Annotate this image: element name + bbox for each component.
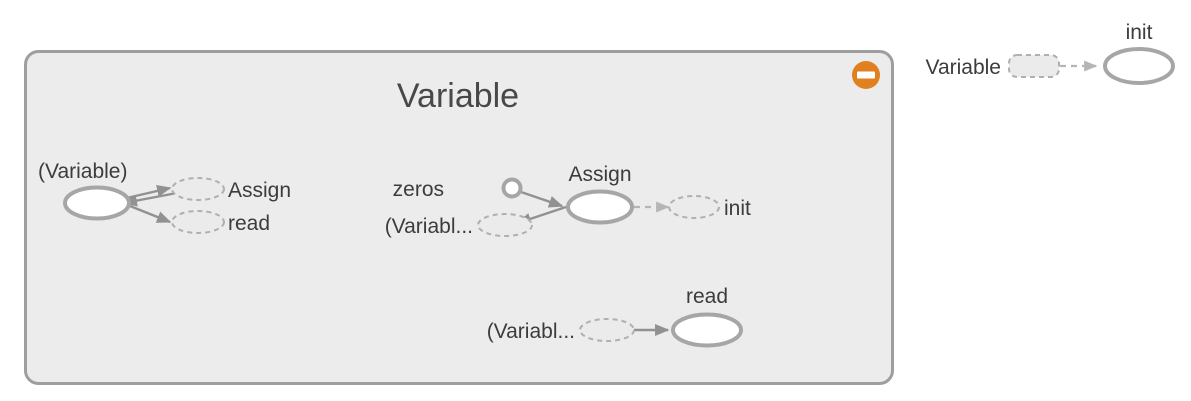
node-read-ref-label: read: [228, 212, 270, 235]
node-init-op-label: init: [1126, 21, 1153, 44]
node-init-ref-shape[interactable]: [668, 195, 720, 219]
node-variable-main-label: (Variable): [38, 160, 127, 183]
node-zeros-label: zeros: [393, 178, 444, 201]
node-read-ref[interactable]: read: [171, 210, 270, 235]
node-read-op-label: read: [686, 285, 728, 308]
node-variable-ref-right[interactable]: Variable: [926, 54, 1060, 79]
node-assign-ref[interactable]: Assign: [171, 177, 291, 202]
node-zeros-shape[interactable]: [501, 177, 523, 199]
node-variable-ref-mid-label: (Variabl...: [385, 215, 473, 238]
node-variable-ref-right-shape[interactable]: [1008, 54, 1060, 78]
node-init-ref-label: init: [724, 197, 751, 220]
node-assign-op[interactable]: Assign: [566, 163, 634, 225]
node-variable-main[interactable]: (Variable): [38, 160, 131, 221]
node-read-ref-shape[interactable]: [171, 210, 225, 234]
node-read-op-shape[interactable]: [671, 312, 743, 348]
node-variable-ref-mid-shape[interactable]: [477, 213, 533, 237]
edge-variable-to-read: [124, 202, 172, 224]
node-variable-main-shape[interactable]: [63, 185, 131, 221]
group-variable[interactable]: Variable: [24, 50, 894, 385]
minus-icon-bar: [857, 71, 875, 79]
node-variable-ref-bot-label: (Variabl...: [487, 320, 575, 343]
node-init-op[interactable]: init: [1103, 21, 1175, 85]
node-variable-ref-bot-shape[interactable]: [579, 318, 635, 342]
node-zeros[interactable]: zeros zeros: [393, 177, 523, 201]
collapse-group-button[interactable]: [852, 61, 880, 89]
node-init-ref[interactable]: init: [668, 195, 751, 220]
node-variable-ref-mid[interactable]: (Variabl...: [385, 213, 533, 238]
node-read-op[interactable]: read: [671, 285, 743, 348]
node-assign-op-shape[interactable]: [566, 189, 634, 225]
node-variable-ref-right-label: Variable: [926, 56, 1002, 79]
node-variable-ref-bot[interactable]: (Variabl...: [487, 318, 635, 343]
node-assign-ref-label: Assign: [228, 179, 291, 202]
node-assign-ref-shape[interactable]: [171, 177, 225, 201]
node-assign-op-label: Assign: [568, 163, 631, 186]
node-init-op-shape[interactable]: [1103, 47, 1175, 85]
group-variable-box[interactable]: [24, 50, 894, 385]
group-variable-title: Variable: [397, 77, 519, 115]
edge-zeros-to-assign: [520, 190, 564, 208]
